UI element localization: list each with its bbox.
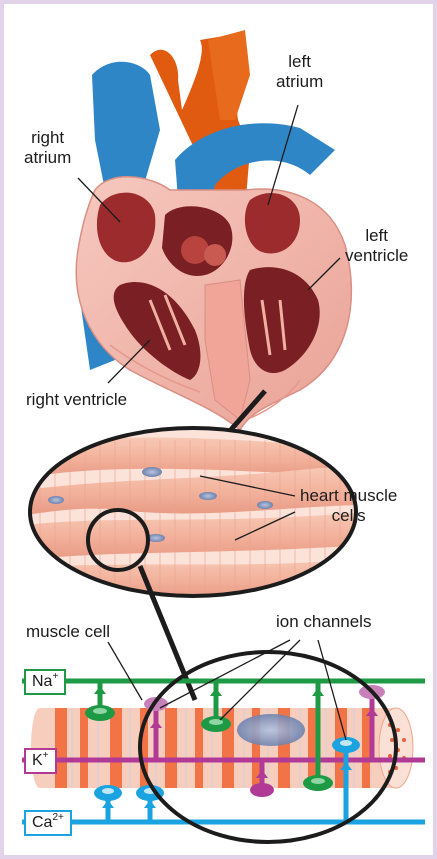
nucleus xyxy=(257,501,273,509)
ion-tag-potassium: K+ xyxy=(24,748,57,774)
nucleus xyxy=(199,492,217,500)
label-left-ventricle: left ventricle xyxy=(345,226,408,266)
label-right-atrium: right atrium xyxy=(24,128,71,168)
cell-nucleus xyxy=(237,714,305,746)
label-ion-channels: ion channels xyxy=(276,612,371,632)
ion-tag-sodium: Na+ xyxy=(24,669,66,695)
label-muscle-cell: muscle cell xyxy=(26,622,110,642)
label-right-ventricle: right ventricle xyxy=(26,390,127,410)
label-left-atrium: left atrium xyxy=(276,52,323,92)
nucleus xyxy=(48,496,64,504)
ion-tag-calcium: Ca2+ xyxy=(24,810,72,836)
label-heart-muscle-cells: heart muscle cells xyxy=(300,486,397,526)
nucleus xyxy=(142,467,162,477)
